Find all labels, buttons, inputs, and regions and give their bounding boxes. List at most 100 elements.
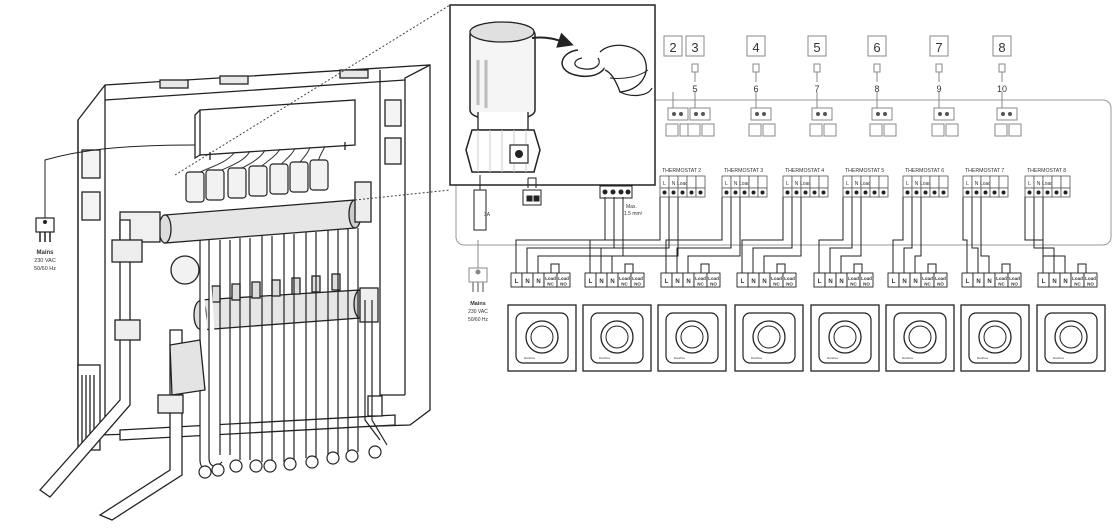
zone-number: 8 bbox=[998, 40, 1005, 55]
thermostat-terminal-label: THERMOSTAT 2 bbox=[662, 168, 701, 174]
zone-number-box bbox=[867, 35, 887, 57]
terminal-cell bbox=[989, 175, 1000, 189]
wire bbox=[853, 263, 863, 273]
wire bbox=[971, 197, 979, 273]
terminal-cell-label: Load bbox=[800, 181, 811, 187]
strip-terminal-label: N bbox=[987, 279, 991, 285]
terminal-screw-dot bbox=[724, 190, 729, 195]
strip-terminal-sublabel: NC bbox=[697, 282, 704, 287]
strip-terminal-label: N bbox=[902, 279, 906, 285]
thermostat-terminal-label: THERMOSTAT 5 bbox=[845, 168, 884, 174]
wire bbox=[1001, 263, 1011, 273]
terminal-screw-dot bbox=[1036, 190, 1041, 195]
terminal-cell bbox=[878, 175, 889, 189]
connector-pin bbox=[1001, 112, 1005, 116]
strip-terminal-label: L bbox=[665, 279, 669, 285]
wire bbox=[1042, 197, 1066, 273]
strip-terminal-label: N bbox=[751, 279, 755, 285]
connector-pin bbox=[945, 112, 949, 116]
actuator-symbol bbox=[813, 63, 821, 73]
terminal-screw-dot bbox=[914, 190, 919, 195]
terminal-screw-dot bbox=[680, 190, 685, 195]
mains-left-line1: 230 VAC bbox=[34, 258, 56, 264]
terminal-cell bbox=[757, 175, 768, 189]
wire bbox=[526, 197, 615, 273]
strip-terminal-label: Load bbox=[1072, 276, 1083, 281]
wire bbox=[665, 197, 723, 273]
terminal-screw-dot bbox=[932, 190, 937, 195]
actuator-symbol bbox=[935, 63, 943, 73]
channel-led bbox=[823, 123, 837, 137]
wire bbox=[927, 263, 937, 273]
wire bbox=[763, 197, 802, 273]
thermostat-dial-inner bbox=[1059, 325, 1083, 349]
terminal-screw-dot bbox=[863, 190, 868, 195]
board-left-section bbox=[473, 175, 633, 231]
connector-pin bbox=[938, 112, 942, 116]
zoom-lines bbox=[174, 4, 451, 201]
mains-right-line2: 50/60 Hz bbox=[468, 317, 489, 323]
wire bbox=[914, 197, 922, 273]
wire bbox=[903, 197, 913, 273]
strip-terminal-label: Load bbox=[1009, 276, 1020, 281]
strip-terminal-label: Load bbox=[558, 276, 569, 281]
wire bbox=[1077, 263, 1087, 273]
wire bbox=[589, 197, 661, 273]
strip-terminal-label: N bbox=[1052, 279, 1056, 285]
actuator-zoom-inset bbox=[449, 4, 656, 186]
terminal-cell bbox=[998, 175, 1009, 189]
strip-terminal-label: L bbox=[818, 279, 822, 285]
connector-pin bbox=[672, 112, 676, 116]
actuator-number: 5 bbox=[692, 84, 697, 94]
strip-terminal-label: Load bbox=[1085, 276, 1096, 281]
terminal-screw-dot bbox=[1027, 190, 1032, 195]
strip-terminal-sublabel: NC bbox=[850, 282, 857, 287]
terminal-cell-label: L bbox=[906, 181, 909, 187]
terminal-screw-dot bbox=[662, 190, 667, 195]
channel-led bbox=[762, 123, 776, 137]
actuator-number: 7 bbox=[814, 84, 819, 94]
channel-led bbox=[748, 123, 762, 137]
terminal-cell-label: Load bbox=[739, 181, 750, 187]
strip-terminal bbox=[556, 272, 571, 288]
terminal-screw-dot bbox=[733, 190, 738, 195]
actuator-number: 6 bbox=[753, 84, 758, 94]
mains-plug-right bbox=[468, 240, 488, 292]
terminal-screw-dot bbox=[698, 190, 703, 195]
terminal-screw-dot bbox=[941, 190, 946, 195]
terminal-screw-dot bbox=[821, 190, 826, 195]
wire bbox=[537, 197, 624, 273]
terminal-cell-label: Load bbox=[920, 181, 931, 187]
terminal-cell bbox=[869, 175, 880, 189]
terminal-cell bbox=[748, 175, 759, 189]
thermostat-dial-inner bbox=[833, 325, 857, 349]
zone-number: 7 bbox=[935, 40, 942, 55]
terminal-screw-dot bbox=[872, 190, 877, 195]
actuator-number: 8 bbox=[874, 84, 879, 94]
connector-pin bbox=[679, 112, 683, 116]
strip-terminal-label: L bbox=[589, 279, 593, 285]
wire bbox=[515, 197, 606, 273]
thermostat-terminal-label: THERMOSTAT 8 bbox=[1027, 168, 1066, 174]
mains-left-line2: 50/60 Hz bbox=[34, 266, 56, 272]
terminal-screw-dot bbox=[1054, 190, 1059, 195]
wire bbox=[818, 197, 844, 273]
terminal-cell-label: Load bbox=[1042, 181, 1053, 187]
thermostat-logo: Danfoss bbox=[674, 356, 686, 360]
strip-terminal-label: Load bbox=[619, 276, 630, 281]
strip-terminal-label: Load bbox=[632, 276, 643, 281]
terminal-cell-label: L bbox=[786, 181, 789, 187]
thermostat-terminal-label: THERMOSTAT 3 bbox=[724, 168, 763, 174]
wire bbox=[550, 263, 560, 273]
terminal-screw-dot bbox=[1001, 190, 1006, 195]
strip-terminal-label: Load bbox=[848, 276, 859, 281]
terminal-screw-dot bbox=[812, 190, 817, 195]
connector-pin bbox=[755, 112, 759, 116]
thermostat-logo: Danfoss bbox=[827, 356, 839, 360]
terminal-cell-label: L bbox=[1028, 181, 1031, 187]
terminal-screw-dot bbox=[974, 190, 979, 195]
strip-terminal-label: Load bbox=[784, 276, 795, 281]
strip-terminal-label: N bbox=[976, 279, 980, 285]
strip-terminal-sublabel: NC bbox=[924, 282, 931, 287]
